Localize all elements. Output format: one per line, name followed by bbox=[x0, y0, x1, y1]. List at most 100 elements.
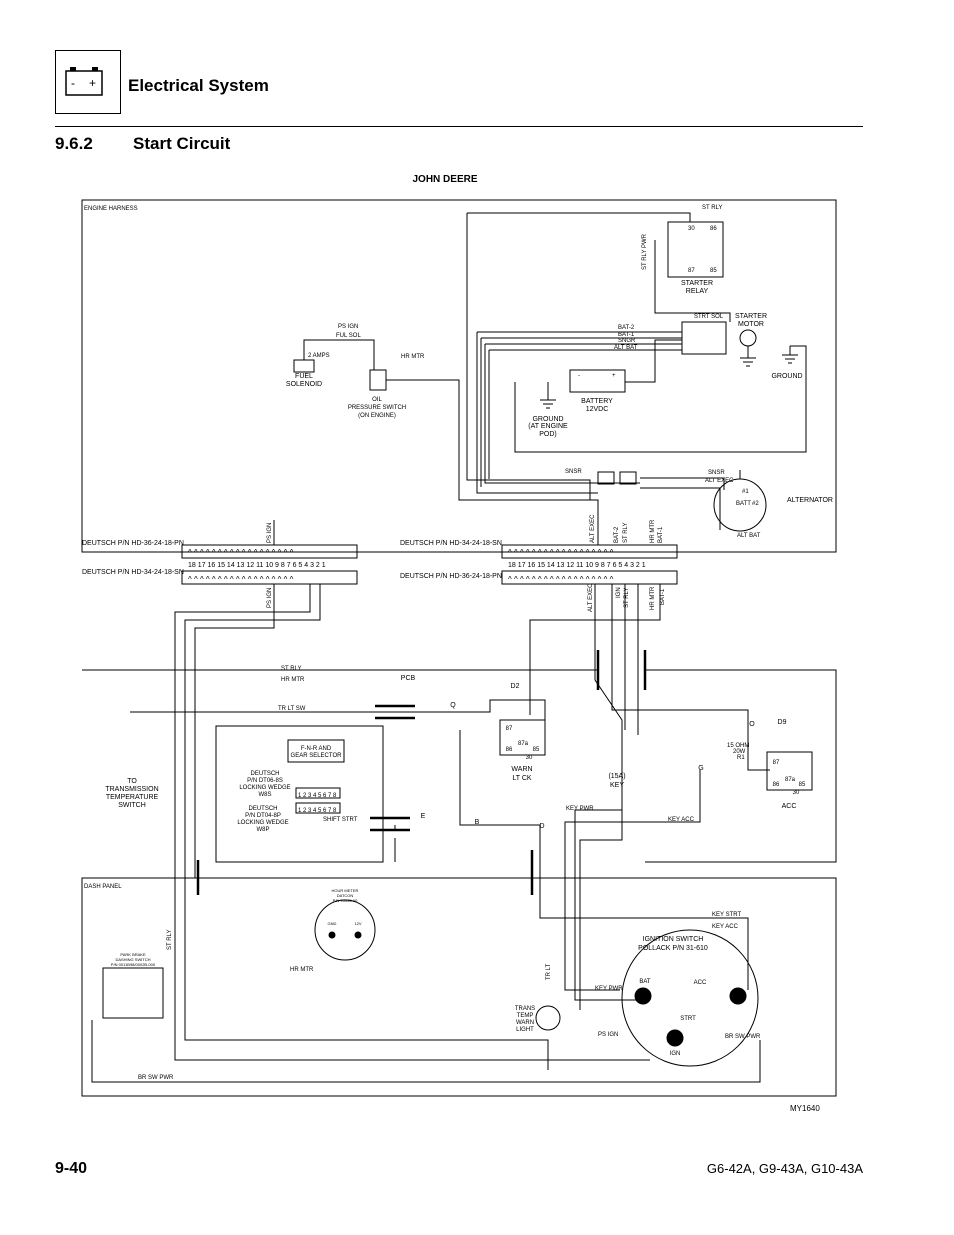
d2-label: D2 bbox=[511, 683, 520, 690]
hour-meter-1: HOUR METER bbox=[332, 888, 359, 893]
batt-plus: + bbox=[612, 373, 616, 379]
conn-right-bottom-chevrons: ^ ^ ^ ^ ^ ^ ^ ^ ^ ^ ^ ^ ^ ^ ^ ^ ^ ^ bbox=[508, 575, 614, 584]
deutsch-8p-3: LOCKING WEDGE bbox=[237, 820, 288, 826]
connector-right-bottom bbox=[501, 570, 678, 585]
wire-hr-mtr-v2: HR MTR bbox=[650, 586, 656, 610]
gear-selector-box bbox=[215, 725, 384, 863]
ign-acc: ACC bbox=[694, 980, 707, 986]
header-rule bbox=[55, 126, 863, 127]
engine-harness-label: ENGINE HARNESS bbox=[84, 206, 138, 212]
model-numbers: G6-42A, G9-43A, G10-43A bbox=[706, 1161, 863, 1176]
section-title: Electrical System bbox=[128, 76, 269, 95]
starter-motor-1: STARTER bbox=[735, 313, 767, 320]
ignition-1: IGNITION SWITCH bbox=[643, 936, 704, 943]
alt-e2: #2 bbox=[752, 501, 759, 507]
ignition-2: POLLACK P/N 31-610 bbox=[638, 945, 708, 952]
deutsch-8p-4: W8P bbox=[256, 827, 269, 833]
gear-selector-2: GEAR SELECTOR bbox=[291, 753, 343, 759]
wire-key-acc: KEY ACC bbox=[668, 817, 695, 823]
conn-left-top-chevrons: ^ ^ ^ ^ ^ ^ ^ ^ ^ ^ ^ ^ ^ ^ ^ ^ ^ ^ bbox=[188, 548, 294, 557]
fuel-solenoid-2: SOLENOID bbox=[286, 381, 322, 388]
acc-relay bbox=[766, 751, 813, 791]
key-2: KEY bbox=[610, 782, 624, 789]
node-e: E bbox=[421, 813, 426, 820]
node-q: Q bbox=[450, 702, 456, 709]
wire-ps-ign: PS IGN bbox=[338, 324, 358, 330]
engine-harness-frame bbox=[81, 199, 837, 553]
ground-engine-3: POD) bbox=[539, 431, 557, 438]
warn-relay-2: LT CK bbox=[512, 775, 532, 782]
deutsch-8s-2: P/N DT06-8S bbox=[247, 778, 283, 784]
plug-pins-1: 1 2 3 4 5 6 7 8 bbox=[298, 793, 337, 799]
starter-motor-2: MOTOR bbox=[738, 321, 764, 328]
wire-alt-exec: ALT EXEC bbox=[705, 478, 734, 484]
wire-tr-lt-sw: TR LT SW bbox=[278, 706, 306, 712]
oil-switch-1: OIL bbox=[372, 397, 382, 403]
trans-temp-warn-light bbox=[535, 1005, 561, 1031]
starter-relay-2: RELAY bbox=[686, 288, 709, 295]
node-g: G bbox=[698, 765, 703, 772]
trans-switch-4: SWITCH bbox=[118, 802, 146, 809]
wire-st-rly-v: ST RLY bbox=[623, 523, 629, 543]
hour-meter-3: P/N 95436-00 bbox=[333, 898, 358, 903]
hour-meter-2: DATCON bbox=[337, 893, 354, 898]
hour-meter-gnd: GND bbox=[328, 921, 337, 926]
relay-pin-86: 86 bbox=[710, 226, 717, 232]
wire-st-rly-pwr: ST RLY PWR bbox=[642, 233, 648, 270]
park-brake-3: P/N 0011B98/0002B-000 bbox=[111, 962, 156, 967]
figure-id: MY1640 bbox=[790, 1104, 820, 1113]
acc-85: 85 bbox=[799, 782, 806, 788]
wire-ps-ign-v2: PS IGN bbox=[267, 588, 273, 608]
warn-light-1: TRANS bbox=[515, 1006, 535, 1012]
oil-switch-3: (ON ENGINE) bbox=[358, 413, 396, 419]
section-number: 9.6.2 bbox=[55, 134, 93, 153]
alternator-label: ALTERNATOR bbox=[787, 497, 833, 504]
node-o: O bbox=[749, 721, 755, 728]
dash-panel-label: DASH PANEL bbox=[84, 884, 122, 890]
wire-key-acc2: KEY ACC bbox=[712, 924, 739, 930]
shift-strt: SHIFT STRT bbox=[323, 817, 358, 823]
wire-ful-sol: FUL SOL bbox=[336, 333, 361, 339]
hour-meter-pos: 12V bbox=[354, 921, 361, 926]
wire-strt-sol: STRT SOL bbox=[694, 314, 724, 320]
wire-ps-ign2: PS IGN bbox=[598, 1032, 618, 1038]
wire-alt-bat: ALT BAT bbox=[614, 345, 638, 351]
node-b: B bbox=[475, 819, 480, 826]
node-d: D bbox=[539, 823, 544, 830]
section-name: Start Circuit bbox=[133, 134, 231, 153]
park-brake-1: PARK BRAKE bbox=[120, 952, 146, 957]
relay-pin-87: 87 bbox=[688, 268, 695, 274]
gear-selector-1: F-N-R AND bbox=[301, 746, 332, 752]
starter-relay-1: STARTER bbox=[681, 280, 713, 287]
conn-right-top-label: DEUTSCH P/N HD-34-24-18-SN bbox=[400, 540, 502, 547]
batt-minus: - bbox=[578, 373, 580, 379]
conn-right-bottom-label: DEUTSCH P/N HD-36-24-18-PN bbox=[400, 573, 502, 580]
wire-2-amps: 2 AMPS bbox=[308, 353, 330, 359]
key-1: (15A) bbox=[608, 773, 625, 780]
trans-switch-2: TRANSMISSION bbox=[105, 786, 158, 793]
acc-86: 86 bbox=[773, 782, 780, 788]
wire-alt-exec-v: ALT EXEC bbox=[590, 514, 596, 543]
deutsch-8p-2: P/N DT04-8P bbox=[245, 813, 281, 819]
conn-left-bottom-label: DEUTSCH P/N HD-34-24-18-SN bbox=[82, 569, 184, 576]
page-number: 9-40 bbox=[55, 1160, 88, 1177]
wire-alt-bat-2: ALT BAT bbox=[737, 533, 761, 539]
ign-ign: IGN bbox=[670, 1051, 681, 1057]
wire-bat2-v: BAT-2 bbox=[614, 526, 620, 543]
connector-left-bottom bbox=[181, 570, 358, 585]
fuel-solenoid-1: FUEL bbox=[295, 373, 313, 380]
ignition-switch bbox=[621, 929, 759, 1067]
acc-87a: 87a bbox=[785, 777, 796, 783]
wire-tr-lt: TR LT bbox=[546, 963, 552, 980]
relay-pin-30: 30 bbox=[688, 226, 695, 232]
wire-hr-mtr: HR MTR bbox=[401, 354, 425, 360]
wire-st-rly3: ST RLY bbox=[167, 930, 173, 950]
wire-ps-ign-v: PS IGN bbox=[267, 523, 273, 543]
deutsch-8s-4: W8S bbox=[258, 792, 271, 798]
hour-meter bbox=[314, 899, 376, 961]
acc-label: ACC bbox=[782, 803, 797, 810]
trans-switch-3: TEMPERATURE bbox=[106, 794, 159, 801]
battery bbox=[569, 369, 626, 393]
